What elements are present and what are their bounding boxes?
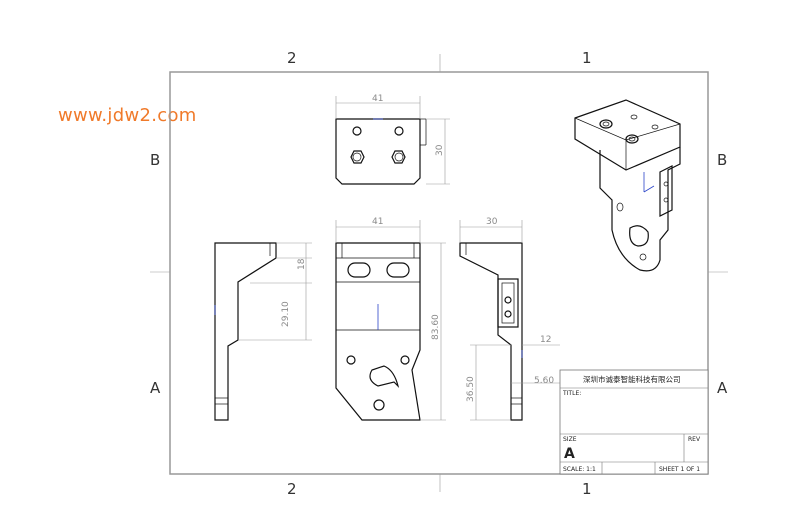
zone-label-right-a: A (717, 379, 728, 397)
title-block-title-label: TITLE: (562, 390, 581, 397)
watermark: www.jdw2.com (58, 105, 197, 126)
sheet-border (169, 71, 709, 475)
zone-label-bottom-2: 2 (287, 480, 297, 498)
zone-label-right-b: B (717, 151, 727, 169)
right-side-view (459, 220, 560, 421)
dim-right-width: 30 (486, 217, 498, 227)
zone-label-top-1: 1 (582, 49, 592, 67)
title-block-scale: SCALE: 1:1 (563, 466, 596, 473)
dim-top-height: 30 (435, 144, 445, 156)
top-view (335, 96, 450, 185)
title-block (559, 369, 709, 475)
left-side-view (214, 242, 312, 421)
zone-label-left-b: B (150, 151, 160, 169)
title-block-size-value: A (564, 446, 575, 462)
dim-right-a: 12 (540, 335, 551, 345)
zone-ticks (150, 54, 728, 492)
dim-front-height: 83.60 (431, 314, 441, 340)
dim-top-width: 41 (372, 94, 383, 104)
zone-label-bottom-1: 1 (582, 480, 592, 498)
isometric-view (574, 99, 681, 272)
zone-label-top-2: 2 (287, 49, 297, 67)
dim-right-c: 36.50 (466, 376, 476, 402)
title-block-rev-label: REV (688, 436, 701, 443)
title-block-company: 深圳市诚泰智能科技有限公司 (583, 374, 681, 384)
title-block-sheet: SHEET 1 OF 1 (659, 466, 700, 473)
dim-left-b: 29.10 (281, 301, 291, 327)
title-block-size-label: SIZE (563, 436, 577, 443)
dim-right-b: 5.60 (534, 376, 554, 386)
front-view (335, 220, 446, 421)
dim-left-a: 18 (297, 258, 307, 270)
dim-front-width: 41 (372, 217, 383, 227)
zone-label-left-a: A (150, 379, 161, 397)
